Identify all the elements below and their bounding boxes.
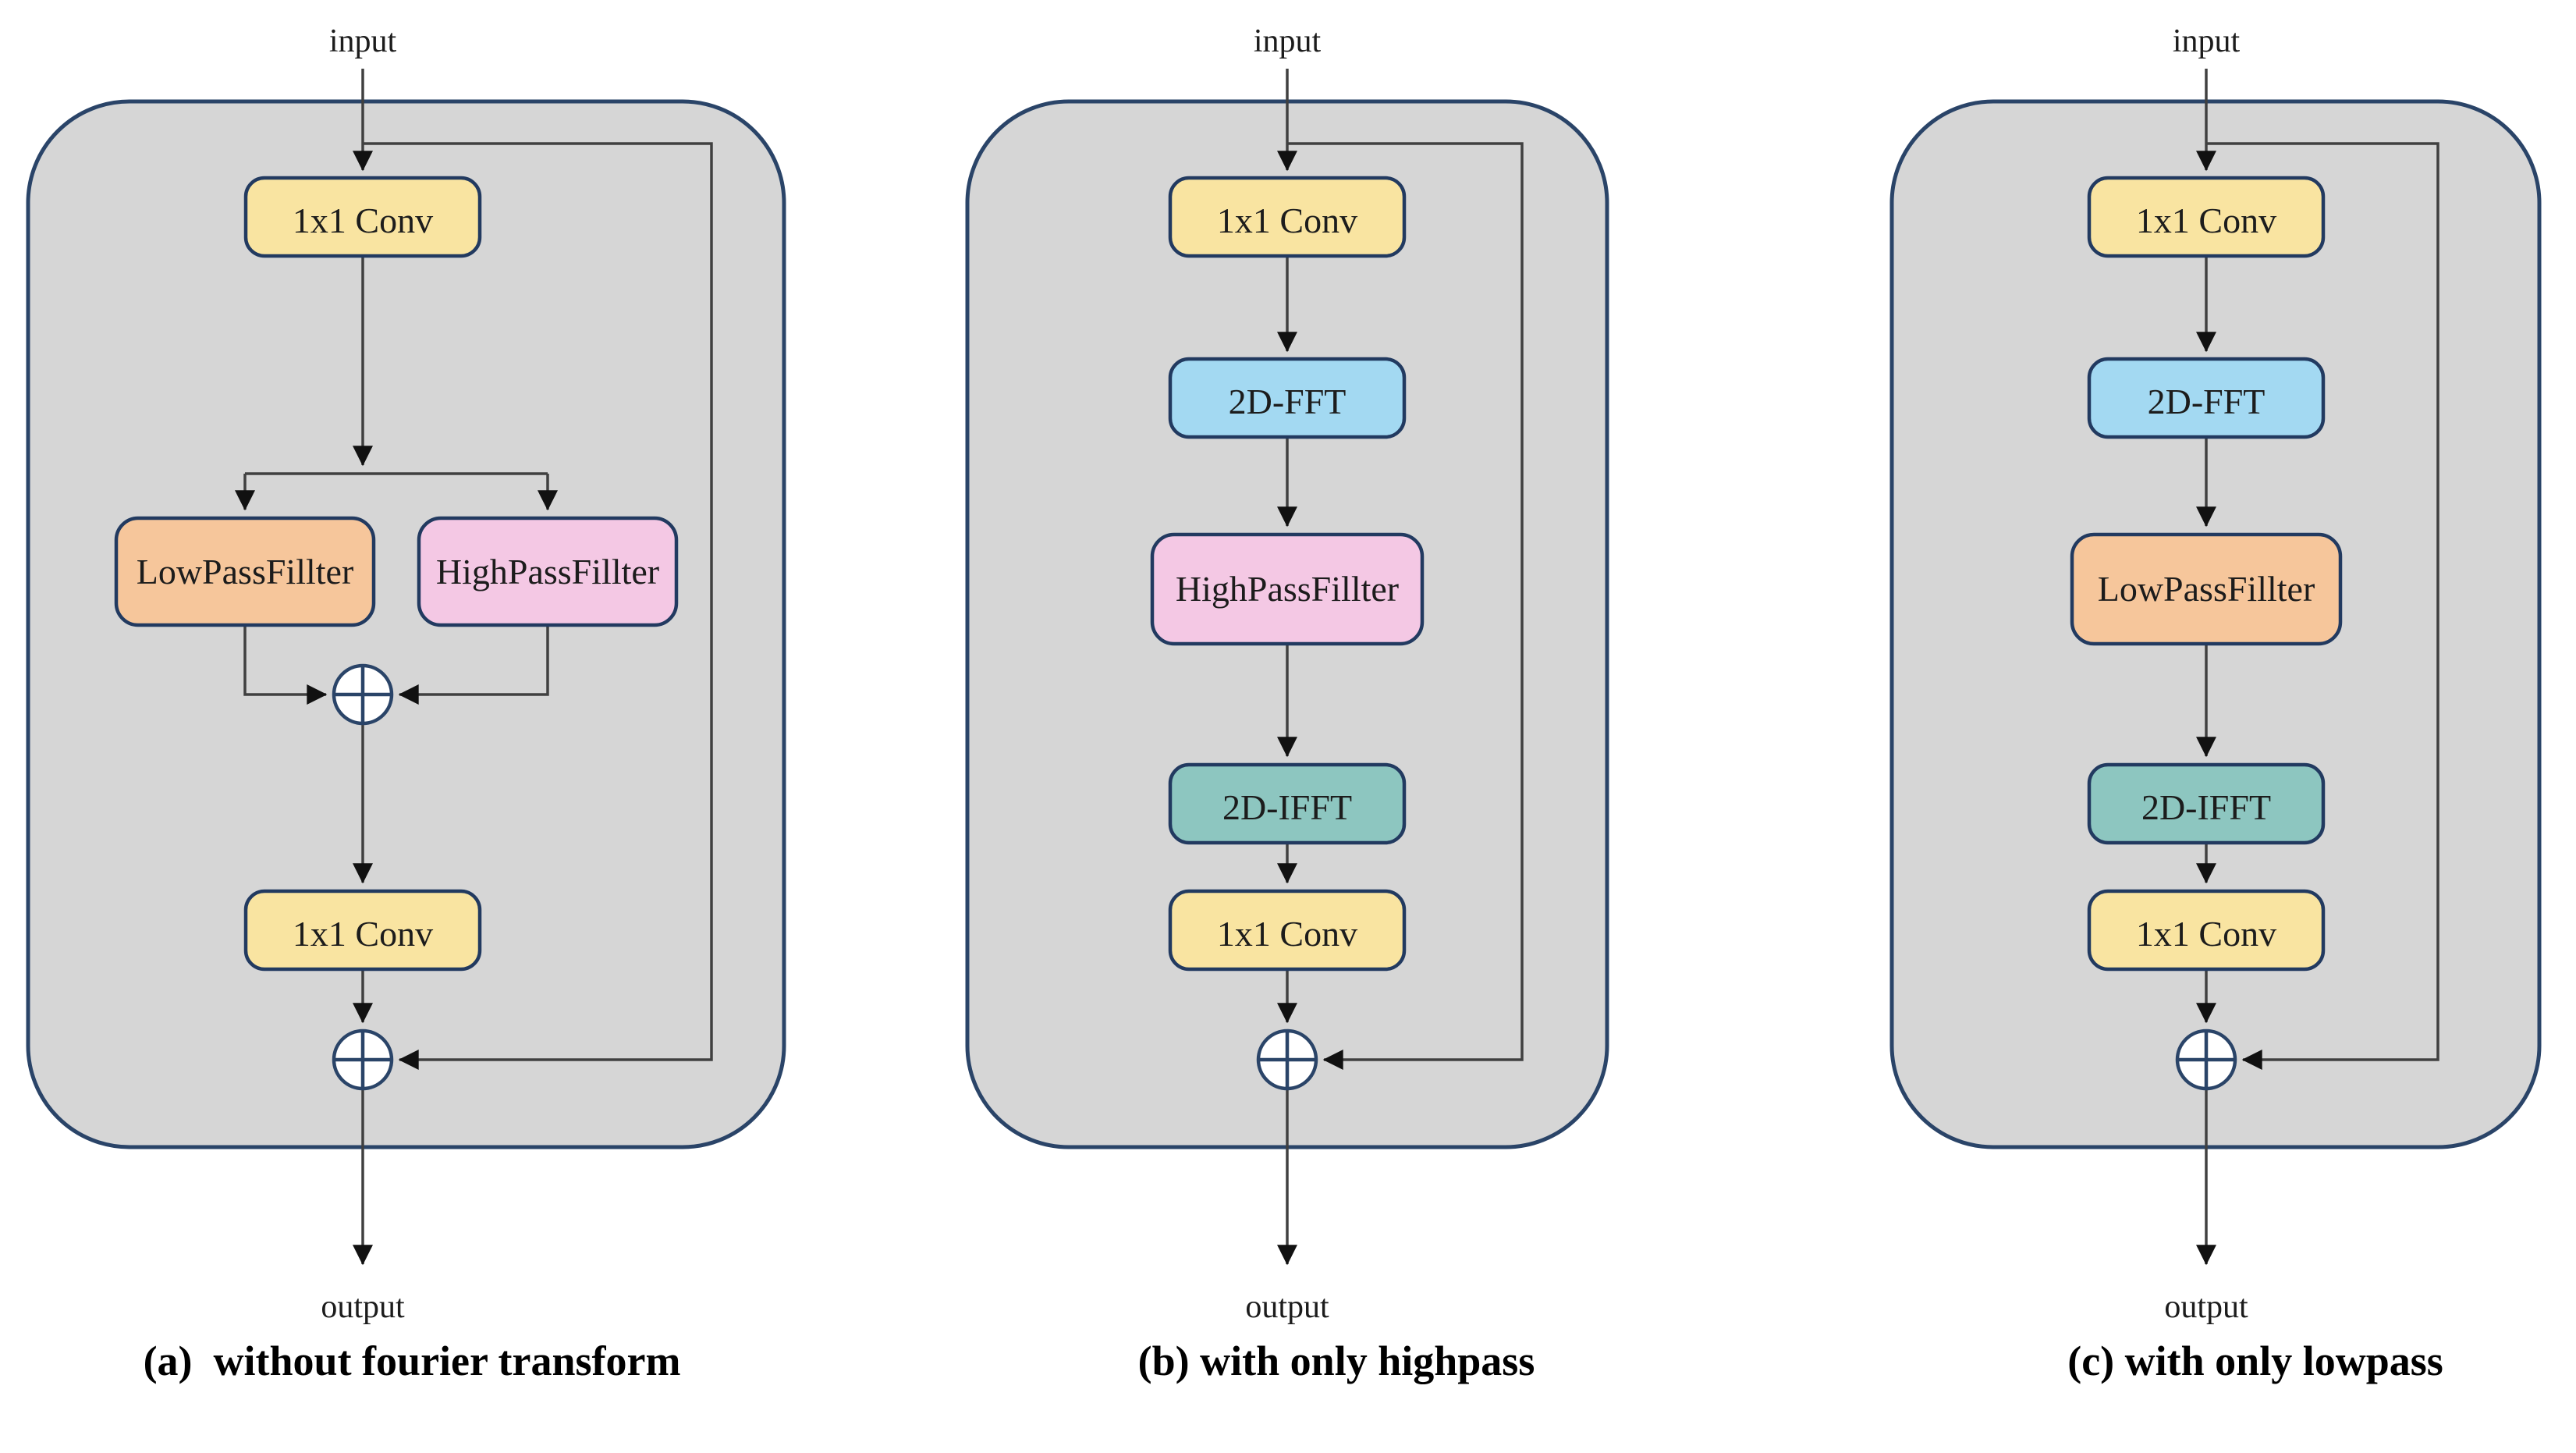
panel-c-fft-label: 2D-FFT [2148, 382, 2266, 421]
panel-b: 1x1 Conv 2D-FFT HighPassFillter 2D-IFFT … [965, 23, 1609, 1384]
panel-c-ifft-rect [2087, 762, 2326, 845]
panel-c-input-label: input [2173, 23, 2241, 59]
panel-b-fft-block: 2D-FFT [1168, 357, 1407, 439]
panel-c-conv-bottom-block: 1x1 Conv [2087, 889, 2326, 972]
panel-a-container [26, 99, 786, 1149]
panel-c-sum-icon [2175, 1028, 2237, 1091]
panel-a-highpass-to-sum-arrow [398, 625, 549, 705]
panel-a: 1x1 Conv LowPassFillter HighPassFillter … [26, 23, 786, 1384]
panel-a-skip-connection [363, 142, 713, 1070]
panel-a-lowpass-to-sum-arrow [243, 625, 328, 705]
panel-b-highpass-block: HighPassFillter [1150, 532, 1425, 646]
panel-a-conv-top-label: 1x1 Conv [293, 201, 433, 240]
panel-a-lowpass-rect [114, 516, 376, 627]
panel-b-skip-connection [1287, 142, 1524, 1070]
panel-a-lowpass-block: LowPassFillter [114, 516, 376, 627]
panel-a-conv-bottom-label: 1x1 Conv [293, 914, 433, 954]
panel-b-output-label: output [1245, 1289, 1329, 1325]
panel-c-conv-bottom-label: 1x1 Conv [2136, 914, 2276, 954]
panel-b-fft-label: 2D-FFT [1229, 382, 1347, 421]
panel-a-highpass-label: HighPassFillter [436, 552, 659, 592]
panel-a-conv-top-block: 1x1 Conv [243, 176, 482, 258]
panel-c-fft-block: 2D-FFT [2087, 357, 2326, 439]
panel-b-conv-bottom-rect [1168, 889, 1407, 972]
panel-c: 1x1 Conv 2D-FFT LowPassFillter 2D-IFFT 1… [1889, 23, 2542, 1384]
panel-c-conv-top-block: 1x1 Conv [2087, 176, 2326, 258]
panel-b-input-label: input [1254, 23, 1322, 59]
panel-a-conv-bottom-block: 1x1 Conv [243, 889, 482, 972]
panel-a-caption: (a) without fourier transform [144, 1338, 681, 1384]
panel-a-highpass-rect [417, 516, 679, 627]
panel-b-conv-top-rect [1168, 176, 1407, 258]
panel-b-highpass-rect [1150, 532, 1425, 646]
panel-b-fft-rect [1168, 357, 1407, 439]
panel-a-conv-bottom-rect [243, 889, 482, 972]
panel-b-conv-bottom-label: 1x1 Conv [1217, 914, 1357, 954]
panel-b-ifft-block: 2D-IFFT [1168, 762, 1407, 845]
panel-a-lowpass-label: LowPassFillter [137, 552, 354, 592]
panel-b-conv-top-label: 1x1 Conv [1217, 201, 1357, 240]
panel-a-sum-bottom-icon [332, 1028, 394, 1091]
panel-c-lowpass-block: LowPassFillter [2070, 532, 2343, 646]
panel-a-sum-mid-icon [332, 663, 394, 726]
panel-c-conv-top-label: 1x1 Conv [2136, 201, 2276, 240]
panel-c-caption: (c) with only lowpass [2067, 1338, 2443, 1384]
panel-c-lowpass-label: LowPassFillter [2098, 569, 2315, 609]
panel-b-ifft-label: 2D-IFFT [1222, 787, 1352, 827]
panel-c-conv-bottom-rect [2087, 889, 2326, 972]
panel-a-output-label: output [321, 1289, 405, 1325]
panel-b-caption: (b) with only highpass [1138, 1338, 1535, 1384]
panel-c-fft-rect [2087, 357, 2326, 439]
panel-a-highpass-block: HighPassFillter [417, 516, 679, 627]
panel-b-highpass-label: HighPassFillter [1176, 569, 1399, 609]
panel-c-conv-top-rect [2087, 176, 2326, 258]
panel-c-output-label: output [2164, 1289, 2248, 1325]
panel-c-ifft-label: 2D-IFFT [2141, 787, 2271, 827]
panel-a-input-label: input [329, 23, 397, 59]
panel-c-lowpass-rect [2070, 532, 2343, 646]
panel-b-conv-top-block: 1x1 Conv [1168, 176, 1407, 258]
panel-b-sum-icon [1256, 1028, 1318, 1091]
panel-b-conv-bottom-block: 1x1 Conv [1168, 889, 1407, 972]
panel-c-ifft-block: 2D-IFFT [2087, 762, 2326, 845]
panel-a-conv-top-rect [243, 176, 482, 258]
panel-c-skip-connection [2206, 142, 2439, 1070]
panel-b-ifft-rect [1168, 762, 1407, 845]
